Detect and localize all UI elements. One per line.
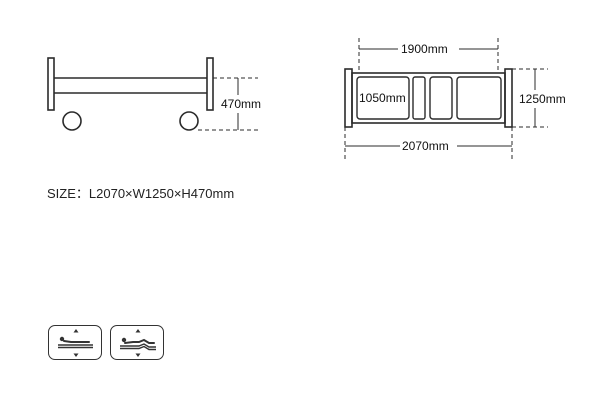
outer-width-label: 1250mm [519, 92, 566, 106]
inner-length-label: 1900mm [401, 42, 448, 56]
raised-position-button[interactable] [110, 325, 164, 360]
side-view [47, 57, 258, 131]
bed-flat-position-icon [58, 329, 93, 357]
bed-raised-position-icon [120, 329, 156, 357]
size-spec: SIZE：L2070×W1250×H470mm [47, 186, 235, 201]
back-section [356, 76, 410, 120]
foot-post [206, 57, 214, 111]
foot-board [504, 68, 513, 128]
leg-section [456, 76, 502, 120]
flat-position-button[interactable] [48, 325, 102, 360]
outer-length-label: 2070mm [402, 139, 449, 153]
bed-frame [351, 72, 506, 124]
seat-section [412, 76, 426, 120]
inner-width-label: 1050mm [359, 91, 406, 105]
left-wheel [62, 111, 82, 131]
top-view [344, 38, 548, 160]
thigh-section [429, 76, 453, 120]
head-post [47, 57, 55, 111]
head-board [344, 68, 353, 128]
height-label: 470mm [221, 97, 261, 111]
right-wheel [179, 111, 199, 131]
